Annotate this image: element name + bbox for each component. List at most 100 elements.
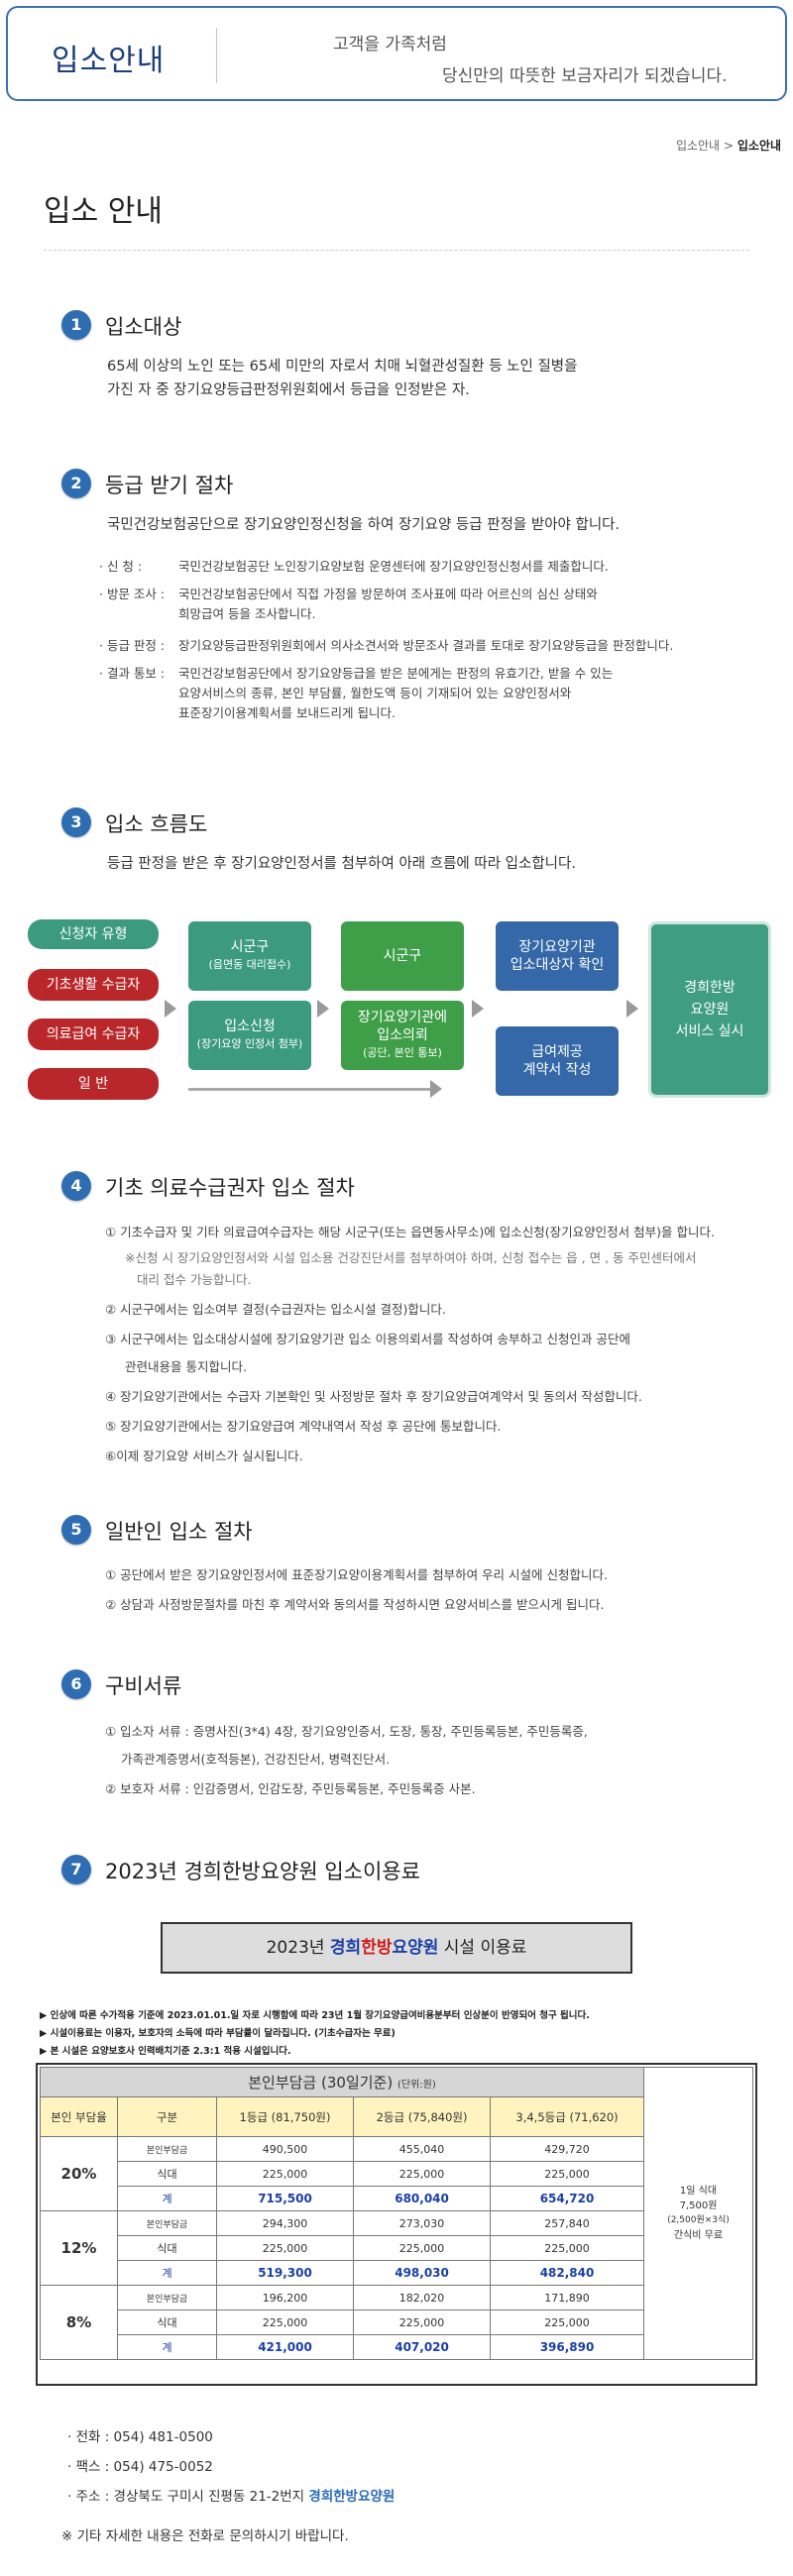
table-cell: 654,720 — [490, 2186, 644, 2211]
row-label: 식대 — [117, 2309, 217, 2335]
flow-bottom-line — [188, 1088, 432, 1091]
table-cell: 225,000 — [215, 2309, 355, 2335]
row-label: 계 — [117, 2334, 217, 2360]
fee-title-brand-2: 한방 — [361, 1938, 393, 1958]
section-4-line-2: ※신청 시 장기요양인정서와 시설 입소용 건강진단서를 첨부하여야 하며, 신… — [125, 1250, 697, 1265]
fee-title-tail: 시설 이용료 — [443, 1938, 527, 1958]
flow-contract-label-1: 급여제공 — [531, 1044, 583, 1060]
flow-sigungu-1: 시군구 (읍면동 대리접수) — [188, 921, 311, 991]
table-cell: 225,000 — [490, 2235, 644, 2261]
procedure-result-text-2: 요양서비스의 종류, 본인 부담률, 월한도액 등이 기재되어 있는 요양인정서… — [178, 686, 572, 700]
table-cell: 225,000 — [215, 2161, 355, 2187]
fee-header-grade2: 2등급 (75,840원) — [353, 2096, 492, 2137]
procedure-apply-label: · 신 청 : — [99, 559, 143, 574]
flow-request-label-1: 장기요양기관에 — [357, 1010, 448, 1025]
flow-arrow-1 — [165, 1000, 176, 1018]
flow-confirm-label-1: 장기요양기관 — [518, 939, 596, 955]
flow-type-medical: 의료급여 수급자 — [28, 1019, 159, 1050]
table-cell: 498,030 — [353, 2260, 492, 2286]
flow-applicant-type: 신청자 유형 — [28, 919, 159, 949]
section-4-number: 4 — [61, 1171, 91, 1201]
flow-arrow-4 — [626, 1000, 638, 1018]
section-4-line-7: ④ 장기요양기관에서는 수급자 기본확인 및 사정방문 절차 후 장기요양급여계… — [105, 1389, 642, 1404]
title-divider — [44, 250, 749, 251]
flow-apply-sub: (장기요양 인정서 첨부) — [196, 1037, 303, 1050]
fee-rate-20: 20% — [40, 2136, 118, 2211]
table-cell: 225,000 — [490, 2309, 644, 2335]
banner-slogan-line2: 당신만의 따뜻한 보금자리가 되겠습니다. — [442, 66, 728, 86]
meal-note-3: (2,500원×3식) — [667, 2215, 730, 2225]
flow-type-basic: 기초생활 수급자 — [28, 969, 159, 1001]
flow-request-label-2: 입소의뢰 — [377, 1027, 428, 1043]
row-label: 식대 — [117, 2161, 217, 2187]
section-4-line-9: ⑥이제 장기요양 서비스가 실시됩니다. — [105, 1449, 303, 1463]
fee-note-3: ▶ 본 시설은 요양보호사 인력배치기준 2.3:1 적용 시설입니다. — [40, 2046, 291, 2057]
table-cell: 482,840 — [490, 2260, 644, 2286]
table-cell: 225,000 — [353, 2235, 492, 2261]
breadcrumb-parent[interactable]: 입소안내 — [675, 139, 721, 153]
flow-confirm: 장기요양기관 입소대상자 확인 — [496, 921, 619, 991]
fee-title-brand-1: 경희 — [329, 1938, 362, 1958]
section-6-line-3: ② 보호자 서류 : 인감증명서, 인감도장, 주민등록등본, 주민등록증 사본… — [105, 1781, 476, 1796]
table-cell: 421,000 — [215, 2334, 355, 2360]
section-1-line-1: 65세 이상의 노인 또는 65세 미만의 자로서 치매 뇌혈관성질환 등 노인… — [107, 359, 578, 375]
procedure-judge-text: 장기요양등급판정위원회에서 의사소견서와 방문조사 결과를 토대로 장기요양등급… — [178, 638, 674, 653]
section-3-title: 입소 흐름도 — [105, 812, 208, 836]
section-4-title: 기초 의료수급권자 입소 절차 — [105, 1176, 355, 1200]
fee-table: 본인부담금 (30일기준) (단위:원) 1일 식대 7,500원 (2,500… — [40, 2067, 753, 2360]
table-row: 식대 225,000 225,000 225,000 — [41, 2235, 753, 2261]
contact-address-text: · 주소 : 경상북도 구미시 진평동 21-2번지 — [67, 2489, 305, 2505]
flow-bottom-arrow — [430, 1080, 442, 1098]
table-cell: 455,040 — [353, 2136, 492, 2162]
breadcrumb: 입소안내 > 입소안내 — [676, 137, 781, 154]
section-3-number: 3 — [61, 807, 91, 837]
fee-title-brand-3: 요양원 — [392, 1938, 439, 1958]
page-title: 입소 안내 — [44, 194, 163, 229]
banner-title: 입소안내 — [52, 44, 166, 78]
procedure-result-text-1: 국민건강보험공단에서 장기요양등급을 받은 분에게는 판정의 유효기간, 받을 … — [178, 666, 614, 681]
flow-service-label-1: 경희한방 — [684, 980, 736, 996]
section-2-number: 2 — [61, 469, 91, 498]
section-1-line-2: 가진 자 중 장기요양등급판정위원회에서 등급을 인정받은 자. — [107, 382, 470, 398]
table-cell: 257,840 — [490, 2210, 644, 2236]
flow-sigungu-2: 시군구 — [341, 921, 464, 991]
section-4-line-3: 대리 접수 가능합니다. — [137, 1272, 252, 1287]
fee-caption-unit: (단위:원) — [396, 2080, 436, 2091]
section-4-line-8: ⑤ 장기요양기관에서는 장기요양급여 계약내역서 작성 후 공단에 통보합니다. — [105, 1419, 502, 1434]
footnote: ※ 기타 자세한 내용은 전화로 문의하시기 바랍니다. — [61, 2528, 349, 2544]
flow-sigungu-2-label: 시군구 — [383, 948, 422, 964]
procedure-result-text-3: 표준장기이용계획서를 보내드리게 됩니다. — [178, 705, 396, 720]
table-cell: 715,500 — [215, 2186, 355, 2211]
section-2-intro: 국민건강보험공단으로 장기요양인정신청을 하여 장기요양 등급 판정을 받아야 … — [107, 517, 621, 533]
row-label: 본인부담금 — [117, 2285, 217, 2310]
fee-caption-text: 본인부담금 (30일기준) — [248, 2074, 394, 2092]
fee-note-2: ▶ 시설이용료는 이용자, 보호자의 소득에 따라 부담률이 달라집니다. (기… — [40, 2028, 396, 2039]
section-5-line-1: ① 공단에서 받은 장기요양인정서에 표준장기요양이용계획서를 첨부하여 우리 … — [105, 1567, 608, 1582]
table-cell: 407,020 — [353, 2334, 492, 2360]
fee-note-1: ▶ 인상에 따른 수가적용 기준에 2023.01.01.일 자로 시행함에 따… — [40, 2010, 590, 2021]
table-cell: 196,200 — [215, 2285, 355, 2310]
procedure-result-label: · 결과 통보 : — [99, 666, 166, 681]
section-6-line-1: ① 입소자 서류 : 증명사진(3*4) 4장, 장기요양인증서, 도장, 통장… — [105, 1724, 588, 1739]
section-5-line-2: ② 상담과 사정방문절차를 마친 후 계약서와 동의서를 작성하시면 요양서비스… — [105, 1597, 605, 1612]
procedure-judge-label: · 등급 판정 : — [99, 638, 166, 653]
section-1-number: 1 — [61, 310, 91, 340]
flow-confirm-label-2: 입소대상자 확인 — [510, 957, 605, 973]
table-cell: 519,300 — [215, 2260, 355, 2286]
row-label: 계 — [117, 2260, 217, 2286]
table-cell: 225,000 — [490, 2161, 644, 2187]
flow-service-label-3: 서비스 실시 — [675, 1023, 744, 1039]
flow-request: 장기요양기관에 입소의뢰 (공단, 본인 통보) — [341, 1001, 464, 1070]
procedure-visit-text-2: 희망급여 등을 조사합니다. — [178, 606, 316, 621]
contact-phone: · 전화 : 054) 481-0500 — [67, 2429, 213, 2445]
section-7-title: 2023년 경희한방요양원 입소이용료 — [105, 1860, 420, 1883]
fee-table-caption: 본인부담금 (30일기준) (단위:원) — [40, 2067, 644, 2097]
section-6-line-2: 가족관계증명서(호적등본), 건강진단서, 병력진단서. — [121, 1752, 391, 1767]
breadcrumb-separator: > — [723, 139, 734, 153]
table-cell: 171,890 — [490, 2285, 644, 2310]
banner-divider — [216, 28, 217, 83]
fee-table-frame — [36, 2063, 757, 2386]
fee-rate-8: 8% — [40, 2285, 118, 2360]
flow-arrow-3 — [472, 1000, 484, 1018]
section-6-title: 구비서류 — [105, 1674, 182, 1698]
